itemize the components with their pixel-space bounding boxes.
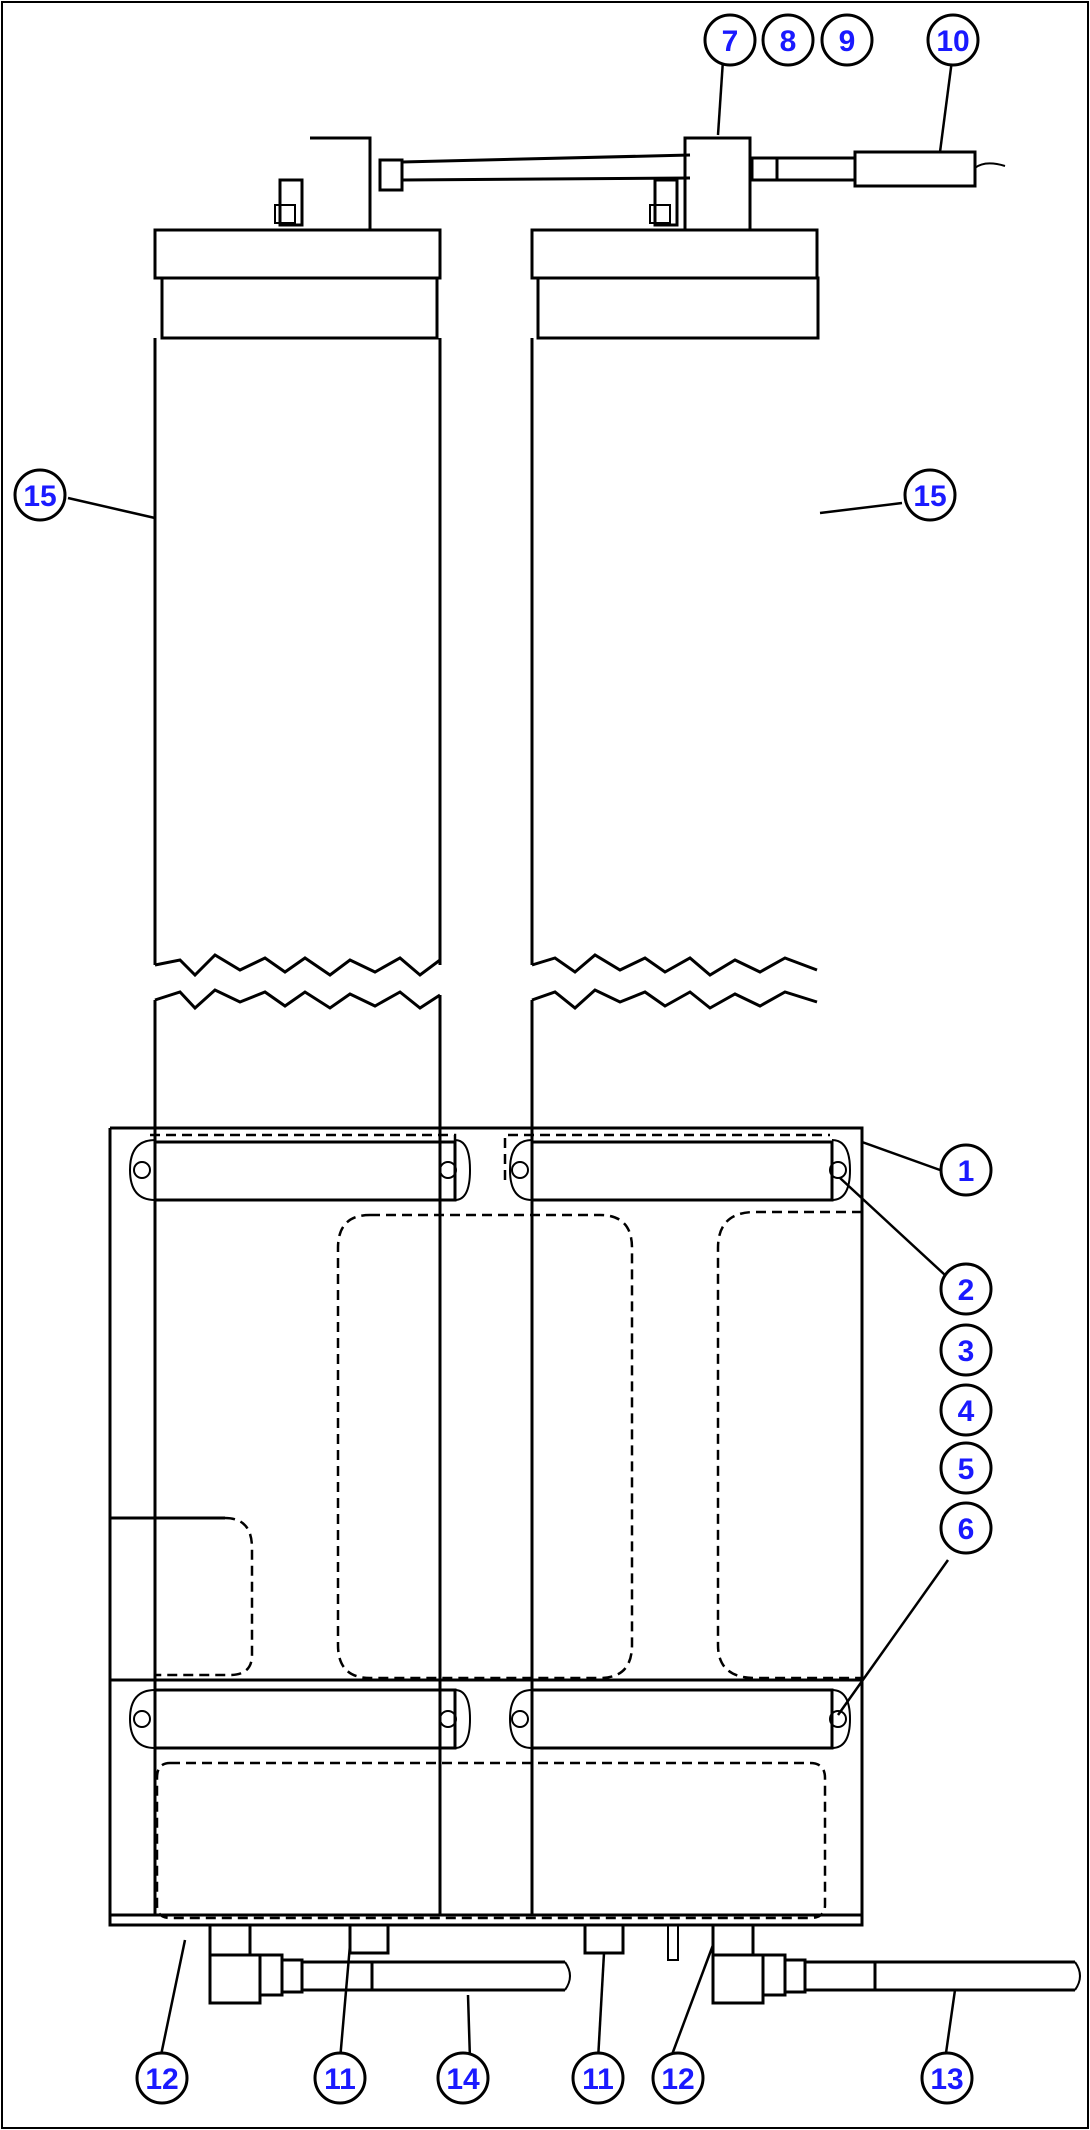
svg-text:10: 10 [936, 25, 969, 58]
top-cable-assembly [274, 136, 1006, 232]
callout-15-left: 15 [13, 468, 67, 522]
callout-12-left: 12 [135, 2051, 189, 2105]
svg-text:15: 15 [913, 480, 946, 513]
svg-text:11: 11 [582, 2063, 614, 2096]
bottom-fittings [208, 1923, 1081, 2005]
callout-3: 3 [939, 1323, 993, 1377]
svg-text:13: 13 [930, 2063, 963, 2096]
callout-10: 10 [926, 13, 980, 67]
callout-15-right: 15 [903, 468, 957, 522]
right-filter-cylinder [530, 228, 820, 1915]
callout-4: 4 [939, 1383, 993, 1437]
svg-text:12: 12 [661, 2063, 694, 2096]
svg-text:6: 6 [958, 1513, 975, 1546]
svg-text:9: 9 [839, 25, 856, 58]
callout-9: 9 [820, 13, 874, 67]
svg-text:5: 5 [958, 1453, 975, 1486]
callout-1: 1 [939, 1143, 993, 1197]
svg-text:4: 4 [958, 1395, 975, 1428]
svg-text:3: 3 [958, 1335, 975, 1368]
svg-text:7: 7 [722, 25, 739, 58]
svg-text:2: 2 [958, 1274, 975, 1307]
callout-8: 8 [761, 13, 815, 67]
svg-text:12: 12 [145, 2063, 178, 2096]
leader-lines [67, 59, 957, 2061]
svg-text:14: 14 [446, 2063, 480, 2096]
svg-text:11: 11 [324, 2063, 356, 2096]
left-filter-cylinder [153, 228, 442, 1915]
svg-text:15: 15 [23, 480, 56, 513]
svg-text:8: 8 [780, 25, 797, 58]
mounting-bracket [108, 1126, 864, 1927]
callout-11-left: 11 [313, 2051, 367, 2105]
callout-6: 6 [939, 1501, 993, 1555]
svg-text:1: 1 [958, 1155, 975, 1188]
callout-12-right: 12 [651, 2051, 705, 2105]
callout-5: 5 [939, 1441, 993, 1495]
callout-7: 7 [703, 13, 757, 67]
callout-11-right: 11 [571, 2051, 625, 2105]
callout-14: 14 [436, 2051, 490, 2105]
callout-13: 13 [920, 2051, 974, 2105]
callout-2: 2 [939, 1262, 993, 1316]
